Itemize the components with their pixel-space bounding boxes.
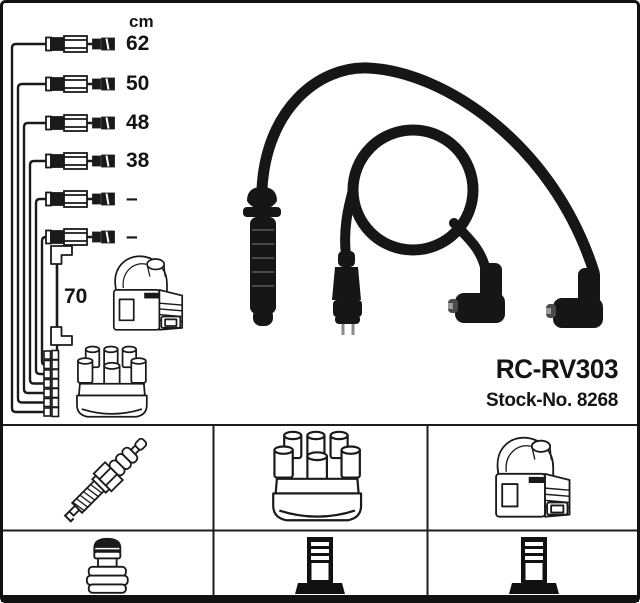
length-value-4: 38 xyxy=(126,149,150,172)
plug-terminal-nut-icon xyxy=(85,537,129,594)
length-value-2: 50 xyxy=(126,72,150,95)
coil-lead-70 xyxy=(50,245,73,346)
length-value-1: 62 xyxy=(126,32,150,55)
straight-connector xyxy=(332,251,362,335)
ignition-coil-drawing xyxy=(112,255,184,331)
card-border-bottom xyxy=(1,595,639,602)
product-id-block: RC-RV303 Stock-No. 8268 xyxy=(485,354,619,412)
spark-plug-icon xyxy=(57,430,155,528)
length-value-3: 48 xyxy=(126,111,150,134)
straight-boot xyxy=(243,187,281,326)
elbow-boot-2 xyxy=(546,268,603,328)
unit-header: cm xyxy=(129,12,154,31)
coil-lead-length: 70 xyxy=(64,285,88,308)
elbow-boot-1 xyxy=(448,263,505,323)
lead-row-icons xyxy=(44,34,116,247)
length-value-6: – xyxy=(126,225,138,248)
legend-grid-lines xyxy=(2,424,638,597)
stock-number: Stock-No. 8268 xyxy=(485,390,618,411)
length-value-5: – xyxy=(126,187,138,210)
part-number: RC-RV303 xyxy=(495,354,619,384)
terminal-post-icon-2 xyxy=(509,537,559,594)
distributor-stubs xyxy=(43,349,60,418)
ignition-coil-icon xyxy=(495,436,571,518)
terminal-post-icon xyxy=(295,537,345,594)
distributor-cap-icon xyxy=(272,430,363,522)
leader-lines xyxy=(10,42,59,414)
ignition-lead-set-photo xyxy=(243,62,603,335)
distributor-cap-drawing xyxy=(76,345,148,418)
